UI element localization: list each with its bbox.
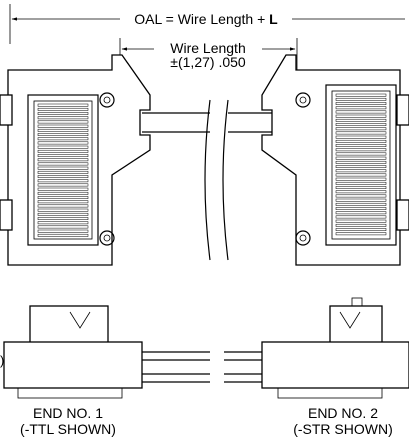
end-1-label: END NO. 1 (-TTL SHOWN) <box>20 405 116 437</box>
contact-pin <box>37 145 89 149</box>
contact-pin <box>37 141 89 145</box>
contact-pin <box>335 160 387 164</box>
contact-pin <box>335 123 387 126</box>
contact-pin <box>37 200 89 204</box>
contact-pin <box>335 194 387 198</box>
contact-pin <box>37 225 89 229</box>
contact-pin <box>335 207 387 210</box>
contact-pin <box>37 112 89 115</box>
contact-pin <box>37 128 89 132</box>
contact-pin <box>335 97 387 101</box>
contact-pin <box>37 179 89 183</box>
contact-pin <box>335 219 387 223</box>
contact-pin <box>335 169 387 173</box>
contact-pin <box>335 215 387 219</box>
contact-pin <box>37 162 89 166</box>
contact-pin <box>37 208 89 212</box>
contact-pin <box>37 103 89 107</box>
end-2-label: END NO. 2 (-STR SHOWN) <box>293 405 393 437</box>
contact-pin <box>37 116 89 120</box>
contact-pin <box>37 204 89 208</box>
wire-bundle-top <box>117 99 299 261</box>
contact-pin <box>335 139 387 143</box>
contact-pin <box>37 229 89 233</box>
contact-pin <box>335 152 387 156</box>
contact-pin <box>335 127 387 131</box>
contact-pin <box>335 211 387 215</box>
contact-pin <box>37 124 89 128</box>
contact-pin <box>37 212 89 216</box>
oal-dimension: OAL = Wire Length + L <box>9 4 405 44</box>
contact-pin <box>335 186 387 189</box>
end-2-title: END NO. 2 <box>308 405 378 421</box>
contact-pin <box>37 149 89 153</box>
contact-pin <box>335 118 387 122</box>
contact-pin <box>37 133 89 136</box>
contact-pin <box>335 102 387 105</box>
contact-pin <box>37 233 89 237</box>
contact-pin <box>335 110 387 114</box>
contact-pin <box>37 221 89 225</box>
end-2-subtitle: (-STR SHOWN) <box>293 421 393 437</box>
contact-pin <box>335 223 387 227</box>
contact-pin <box>37 154 89 157</box>
contact-pin <box>335 135 387 139</box>
contact-pin <box>37 196 89 199</box>
end-1-top-view <box>0 54 151 266</box>
contact-pin <box>37 170 89 174</box>
contact-pin <box>37 217 89 220</box>
tolerance-label: ±(1,27) .050 <box>170 54 246 70</box>
oal-label: OAL = Wire Length + L <box>134 11 278 27</box>
contact-pin <box>37 166 89 170</box>
contact-pin <box>37 175 89 178</box>
contact-pin <box>335 93 387 97</box>
wire-length-dimension: Wire Length ±(1,27) .050 <box>119 38 298 76</box>
contact-pin <box>37 191 89 195</box>
contact-pin <box>335 177 387 181</box>
contact-pin <box>335 232 387 236</box>
contact-pin <box>335 181 387 185</box>
contact-pin <box>335 198 387 202</box>
end-2-top-view <box>261 54 409 266</box>
contact-pin <box>37 158 89 162</box>
contact-pin <box>335 190 387 194</box>
contact-pin <box>335 144 387 147</box>
end-1-subtitle: (-TTL SHOWN) <box>20 421 116 437</box>
end-2-side-view <box>261 297 409 399</box>
contact-pin <box>37 137 89 141</box>
contact-pin <box>335 165 387 168</box>
contact-pin <box>335 131 387 135</box>
contact-pin <box>335 156 387 160</box>
contact-pin <box>37 107 89 111</box>
contact-pin <box>335 106 387 110</box>
wire-bundle-side <box>142 351 262 383</box>
contact-pin <box>335 114 387 118</box>
contact-pin <box>335 148 387 152</box>
side-edge-fragment: ) <box>0 353 4 368</box>
wire-length-label: Wire Length <box>170 40 245 56</box>
end-1-side-view: ) <box>0 305 143 399</box>
contact-pin <box>37 187 89 191</box>
contact-pin <box>335 202 387 206</box>
contact-pin <box>335 228 387 231</box>
contact-pin <box>37 120 89 124</box>
end-1-title: END NO. 1 <box>33 405 103 421</box>
contact-pin <box>335 173 387 177</box>
contact-pin <box>37 183 89 187</box>
